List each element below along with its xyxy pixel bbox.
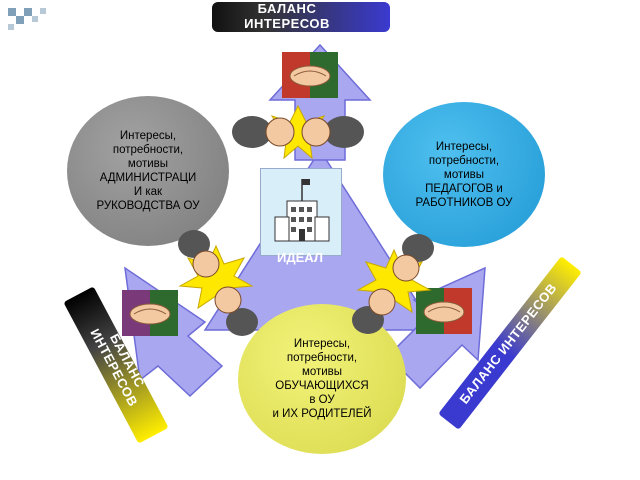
fist-clash-icon bbox=[352, 234, 434, 334]
fist-clash-icon bbox=[232, 104, 364, 160]
circle-administration-text: Интересы, потребности, мотивы АДМИНИСТРА… bbox=[96, 130, 200, 212]
center-label: ИДЕАЛ bbox=[277, 250, 323, 265]
circle-teachers: Интересы, потребности, мотивы ПЕДАГОГОВ … bbox=[383, 102, 545, 247]
handshake-icon bbox=[122, 290, 178, 336]
circle-students-text: Интересы, потребности, мотивы ОБУЧАЮЩИХС… bbox=[272, 338, 372, 420]
fist-clash-icon bbox=[178, 230, 258, 336]
banner-top-label: БАЛАНС ИНТЕРЕСОВ bbox=[244, 1, 330, 31]
circle-administration: Интересы, потребности, мотивы АДМИНИСТРА… bbox=[67, 96, 229, 246]
school-building-icon bbox=[260, 168, 342, 256]
handshake-icon bbox=[282, 52, 338, 98]
banner-top-shape bbox=[212, 2, 390, 32]
corner-checker-decoration bbox=[8, 8, 46, 30]
handshake-icon bbox=[416, 288, 472, 334]
circle-teachers-text: Интересы, потребности, мотивы ПЕДАГОГОВ … bbox=[415, 140, 513, 209]
